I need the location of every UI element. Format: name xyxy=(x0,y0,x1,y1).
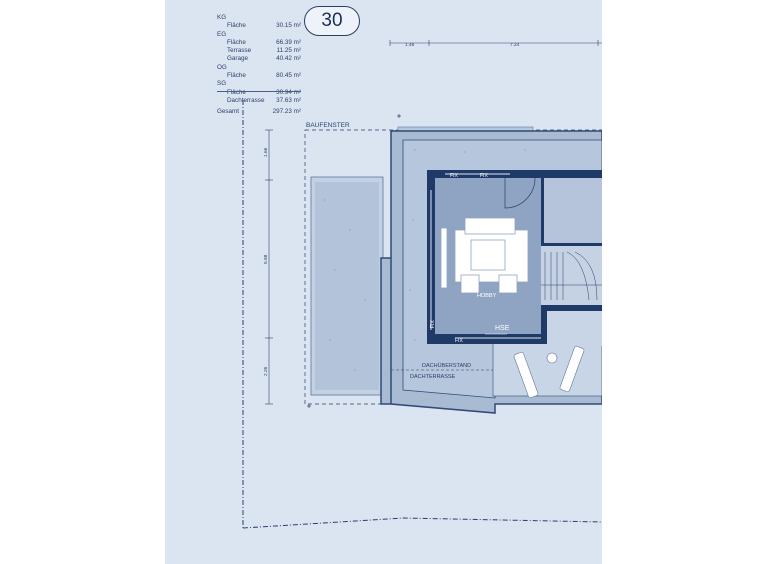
floor-plan-drawing: 1.46 7.24 1.66 5.98 2.26 BAUFENSTER xyxy=(242,40,602,529)
area-label: Fläche xyxy=(227,38,246,46)
right-room xyxy=(544,178,602,243)
area-value: 30.15 m² xyxy=(276,22,301,30)
area-row: Gesamt 297.23 m² xyxy=(217,108,301,116)
area-label: Fläche xyxy=(227,88,246,96)
sun-loungers xyxy=(513,345,585,399)
fix-label-1: FIX xyxy=(450,173,458,179)
area-value: 37.63 m² xyxy=(276,96,301,104)
plan-number-badge: 30 xyxy=(304,6,360,36)
area-label: SG xyxy=(217,80,227,88)
area-label: Fläche xyxy=(227,22,246,30)
area-row: Fläche 66.39 m² xyxy=(217,39,301,47)
area-row: Terrasse 11.25 m² xyxy=(217,47,301,55)
area-label: Garage xyxy=(227,55,249,63)
stair-area xyxy=(541,246,602,310)
area-row: Fläche 30.94 m² xyxy=(217,89,301,97)
dim-left-3: 2.26 xyxy=(263,366,269,376)
area-row: SG xyxy=(217,80,301,88)
area-row: Fläche 30.15 m² xyxy=(217,22,301,30)
area-label: OG xyxy=(217,63,227,71)
dachterrasse-label: DACHTERRASSE xyxy=(410,374,456,380)
dim-left-2: 5.98 xyxy=(263,254,269,264)
area-row: KG xyxy=(217,14,301,22)
area-label: Fläche xyxy=(227,72,246,80)
baufenster-label: BAUFENSTER xyxy=(306,122,350,129)
dim-top-1: 1.46 xyxy=(405,42,415,48)
corner-marks xyxy=(307,114,401,408)
fix-label-left: FIX xyxy=(430,320,436,328)
door-swing xyxy=(504,177,536,209)
hobby-furniture xyxy=(440,217,529,294)
roof-stipple xyxy=(324,149,526,371)
area-value: 11.25 m² xyxy=(276,47,301,55)
area-row: Fläche 80.45 m² xyxy=(217,72,301,80)
area-row: EG xyxy=(217,31,301,39)
area-label: Dachterrasse xyxy=(227,96,265,104)
dim-left-1: 1.66 xyxy=(263,147,269,157)
area-label: Terrasse xyxy=(227,47,252,55)
area-label: Gesamt xyxy=(217,108,240,116)
area-value: 30.94 m² xyxy=(276,88,301,96)
area-row: OG xyxy=(217,64,301,72)
dachueberstand-label: DACHÜBERSTAND xyxy=(422,362,471,369)
area-row: Dachterrasse 37.63 m² xyxy=(217,97,301,105)
area-value: 297.23 m² xyxy=(272,108,301,116)
window-frames xyxy=(430,173,541,339)
area-value: 66.39 m² xyxy=(276,38,301,46)
area-value: 40.42 m² xyxy=(276,55,301,63)
dimension-lines xyxy=(265,40,602,405)
fix-label-bottom: FIX xyxy=(455,338,463,344)
hse-label: HSE xyxy=(495,325,510,332)
area-label: KG xyxy=(217,14,227,21)
area-row: Garage 40.42 m² xyxy=(217,55,301,63)
hobby-label: HOBBY xyxy=(477,293,497,299)
fix-label-2: FIX xyxy=(480,173,488,179)
area-value: 80.45 m² xyxy=(276,72,301,80)
total-divider xyxy=(217,91,301,92)
staircase xyxy=(541,251,602,301)
dim-top-2: 7.24 xyxy=(510,42,520,48)
property-boundary xyxy=(242,100,602,529)
area-label: EG xyxy=(217,30,227,38)
